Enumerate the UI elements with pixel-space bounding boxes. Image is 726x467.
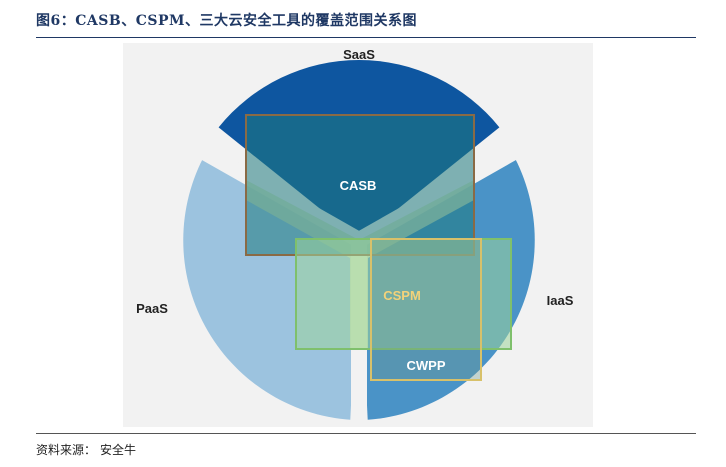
casb-label: CASB: [340, 178, 377, 193]
source-note: 资料来源：安全牛: [36, 441, 140, 458]
cspm-label: CSPM: [383, 288, 421, 303]
source-value: 安全牛: [100, 443, 137, 457]
cwpp-box: [370, 238, 482, 381]
top-divider: [36, 37, 696, 38]
saas-label: SaaS: [343, 47, 375, 62]
iaas-label: IaaS: [547, 293, 574, 308]
cspm-box: [295, 238, 512, 350]
bottom-divider: [36, 433, 696, 434]
figure-title: 图6：CASB、CSPM、三大云安全工具的覆盖范围关系图: [36, 13, 417, 29]
source-label: 资料来源：: [36, 443, 97, 457]
cwpp-label: CWPP: [407, 358, 446, 373]
paas-label: PaaS: [136, 301, 168, 316]
